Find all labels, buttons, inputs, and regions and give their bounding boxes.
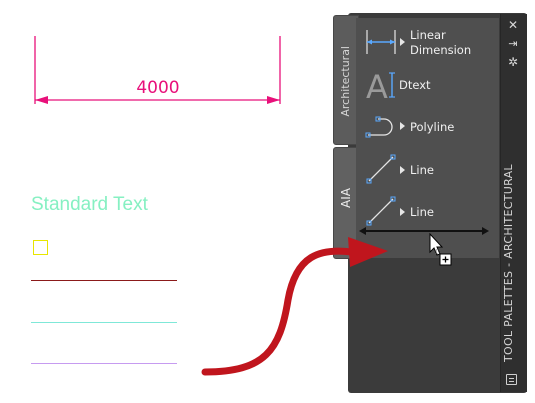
tool-line[interactable]: Line [358, 148, 498, 188]
line-icon [366, 154, 396, 184]
flyout-arrow-icon[interactable] [400, 208, 405, 216]
standard-text: Standard Text [31, 194, 148, 215]
yellow-rectangle [33, 240, 48, 255]
palette-menu-icon[interactable] [506, 374, 517, 385]
tab-architectural[interactable]: Architectural [333, 15, 359, 145]
dimension-arrowhead-right [267, 96, 280, 104]
tool-dtext[interactable]: A Dtext [358, 64, 498, 104]
tab-aia-label: AIA [339, 188, 353, 208]
tool-label-line2: Dimension [410, 43, 472, 57]
line-dark-red [31, 280, 177, 282]
properties-icon[interactable]: ✲ [507, 55, 519, 69]
autohide-icon[interactable]: ⇥ [508, 37, 518, 50]
flyout-arrow-icon[interactable] [400, 122, 405, 130]
tool-line-2[interactable]: Line [358, 190, 498, 230]
tool-polyline[interactable]: Polyline [358, 106, 498, 146]
tab-architectural-label: Architectural [339, 46, 352, 117]
flyout-arrow-icon[interactable] [400, 166, 405, 174]
tool-label: Line [410, 163, 434, 177]
svg-text:A: A [366, 68, 388, 100]
dtext-icon: A [366, 68, 395, 100]
dimension-text: 4000 [136, 78, 180, 98]
tool-label: Linear [410, 28, 446, 42]
line-icon [366, 196, 396, 226]
close-icon[interactable]: ✕ [507, 18, 519, 32]
tool-linear-dimension[interactable]: Linear Dimension [358, 22, 498, 62]
insertion-indicator-line [361, 230, 487, 232]
flyout-arrow-icon[interactable] [400, 38, 405, 46]
tool-label: Polyline [410, 120, 455, 134]
line-cyan [31, 322, 177, 324]
palette-title-bar[interactable] [500, 14, 527, 392]
palette-title: TOOL PALETTES - ARCHITECTURAL [502, 164, 515, 362]
line-violet [31, 363, 177, 365]
tool-label: Dtext [399, 78, 431, 92]
polyline-icon [365, 116, 393, 138]
dimension-arrowhead-left [35, 96, 48, 104]
palette-content-panel [356, 18, 499, 258]
linear-dimension-icon [366, 30, 396, 54]
tool-label: Line [410, 205, 434, 219]
